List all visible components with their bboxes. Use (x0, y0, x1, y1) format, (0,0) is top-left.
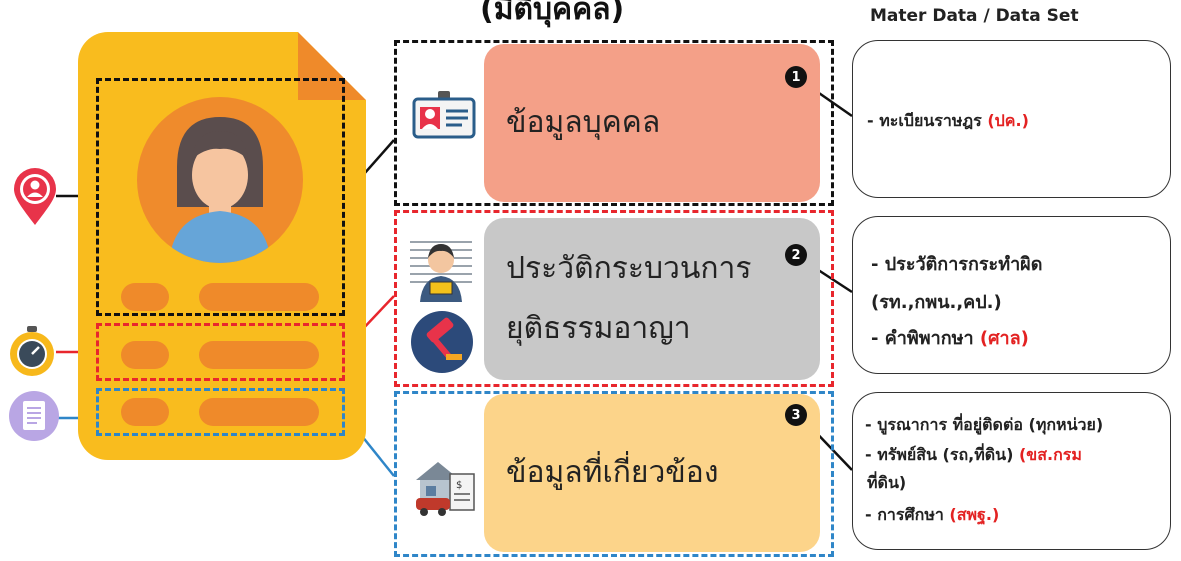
agency-label: (ศาล) (979, 328, 1029, 349)
diagram-title: (มิติบุคคล) (480, 0, 625, 27)
category-frame-person (394, 40, 834, 206)
master-data-box-1: - ทะเบียนราษฎร (ปค.) (852, 40, 1171, 198)
category-label: ข้อมูลบุคคล (506, 105, 661, 140)
category-label-line1: ประวัติกระบวนการ (506, 251, 752, 286)
category-frame-related (394, 391, 834, 557)
doc-field-long (199, 283, 319, 311)
doc-field-short (121, 283, 169, 311)
master-data-line: - ทะเบียนราษฎร (ปค.) (867, 111, 1029, 130)
person-location-pin-icon (14, 168, 56, 225)
house-car-property-icon: $ (416, 462, 475, 516)
person-section-frame (96, 78, 345, 316)
master-data-line: - ประวัติการกระทำผิด (871, 254, 1043, 275)
svg-text:$: $ (456, 480, 462, 491)
category-label-line2: ยุติธรรมอาญา (506, 311, 691, 346)
justice-section-frame (96, 323, 345, 381)
master-data-title: Mater Data / Data Set (870, 6, 1079, 26)
master-data-line: - ทรัพย์สิน (รถ,ที่ดิน) (ขส.กรม (865, 445, 1082, 464)
prisoner-mugshot-icon (410, 236, 472, 302)
master-data-line: - การศึกษา (สพฐ.) (865, 505, 1000, 524)
category-frame-justice (394, 210, 834, 387)
doc-field-short (121, 398, 169, 426)
master-data-line: - คำพิพากษา (ศาล) (871, 328, 1029, 349)
number-badge: 2 (785, 244, 807, 266)
related-section-frame (96, 388, 345, 436)
agency-label: (ปค.) (987, 111, 1029, 130)
category-card-justice: ประวัติกระบวนการ ยุติธรรมอาญา (484, 218, 820, 380)
document-fold-corner (298, 32, 366, 100)
category-card-related: ข้อมูลที่เกี่ยวข้อง (484, 394, 820, 552)
doc-field-long (199, 341, 319, 369)
category-card-person: ข้อมูลบุคคล (484, 44, 820, 202)
id-card-icon (412, 91, 476, 139)
master-data-box-3: - บูรณาการ ที่อยู่ติดต่อ (ทุกหน่วย) - ทร… (852, 392, 1171, 550)
number-badge: 1 (785, 66, 807, 88)
gavel-icon (411, 311, 473, 373)
category-label: ข้อมูลที่เกี่ยวข้อง (506, 455, 719, 490)
agency-label: (ขส.กรม (1018, 445, 1082, 464)
master-data-box-2: - ประวัติการกระทำผิด (รท.,กพน.,คป.) - คำ… (852, 216, 1171, 374)
doc-field-short (121, 341, 169, 369)
doc-field-long (199, 398, 319, 426)
document-icon (9, 391, 59, 441)
avatar (137, 97, 303, 263)
agency-label: (รท.,กพน.,คป.) (871, 292, 1002, 313)
woman-avatar-icon (169, 117, 271, 263)
master-data-line: - บูรณาการ ที่อยู่ติดต่อ (ทุกหน่วย) (865, 415, 1104, 434)
agency-label: (สพฐ.) (949, 505, 1000, 524)
agency-label: ที่ดิน) (867, 473, 907, 492)
stopwatch-icon (10, 326, 54, 376)
number-badge: 3 (785, 404, 807, 426)
